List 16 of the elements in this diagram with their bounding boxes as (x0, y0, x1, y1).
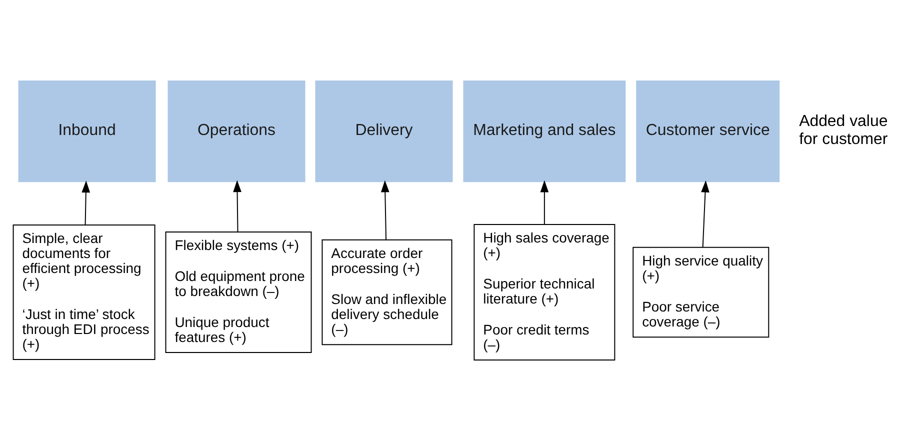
arrow (233, 180, 242, 232)
node-box: Inbound (18, 80, 156, 182)
node-box: Delivery (315, 80, 453, 182)
node-box: Operations (168, 80, 306, 182)
node-box: High sales coverage (+) Superior technical literature (+) Poor credit terms (–) (474, 223, 616, 360)
node-box: Simple, clear documents for efficient processing (+) ‘Just in time’ stock through EDI process (+) (12, 224, 156, 360)
arrow (380, 180, 390, 240)
node-box: High service quality (+) Poor service coverage (–) (632, 246, 770, 338)
arrow (82, 180, 90, 225)
label: Added value for customer (799, 112, 888, 148)
node-box: Marketing and sales (463, 80, 626, 182)
node-box: Accurate order processing (+) Slow and inflexible delivery schedule (–) (322, 238, 452, 345)
node-box: Flexible systems (+) Old equipment prone to breakdown (–) Unique product features (+) (165, 230, 312, 353)
node-box: Customer service (636, 80, 780, 182)
arrow (540, 180, 549, 224)
arrow (701, 180, 710, 248)
